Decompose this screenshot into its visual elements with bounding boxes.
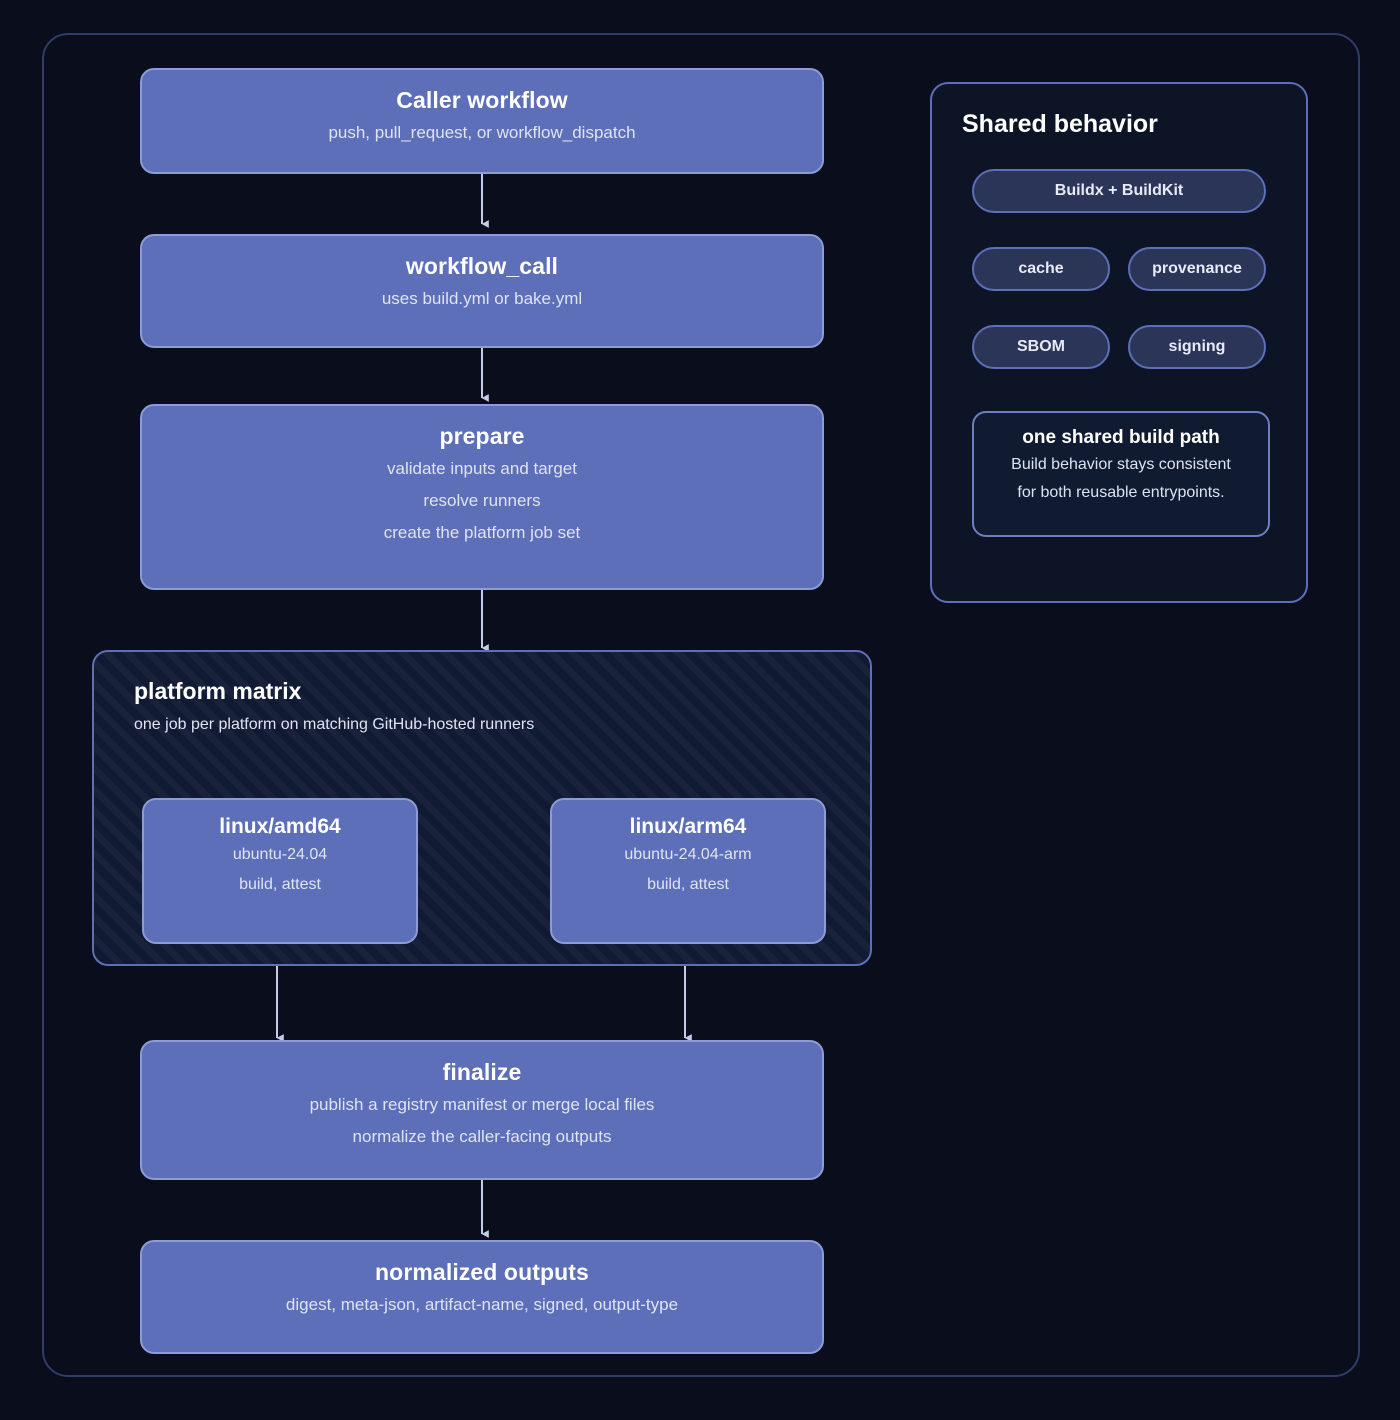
- pill-label: Buildx + BuildKit: [1054, 182, 1184, 199]
- node-prepare[interactable]: prepare validate inputs and target resol…: [140, 404, 824, 590]
- diagram-outer-frame: [42, 33, 1360, 1377]
- cluster-platform-matrix[interactable]: platform matrix one job per platform on …: [92, 650, 872, 966]
- node-title: linux/amd64: [219, 815, 341, 838]
- pill-buildx-buildkit[interactable]: Buildx + BuildKit: [972, 169, 1266, 213]
- node-subtitle-line: resolve runners: [423, 491, 541, 511]
- callout-one-shared-build-path: one shared build path Build behavior sta…: [972, 411, 1270, 537]
- callout-line: for both reusable entrypoints.: [1017, 483, 1225, 501]
- cluster-subtitle: one job per platform on matching GitHub-…: [134, 716, 535, 733]
- node-caller-workflow[interactable]: Caller workflow push, pull_request, or w…: [140, 68, 824, 174]
- pill-label: provenance: [1152, 260, 1242, 277]
- node-title: Caller workflow: [396, 87, 568, 113]
- pill-cache[interactable]: cache: [972, 247, 1110, 291]
- pill-provenance[interactable]: provenance: [1128, 247, 1266, 291]
- node-title: workflow_call: [405, 253, 559, 279]
- node-linux-amd64[interactable]: linux/amd64 ubuntu-24.04 build, attest: [142, 798, 418, 944]
- node-subtitle-line: ubuntu-24.04-arm: [624, 846, 752, 864]
- node-subtitle-line: ubuntu-24.04: [232, 846, 328, 864]
- callout-title: one shared build path: [1022, 427, 1220, 448]
- node-title: linux/arm64: [629, 815, 747, 838]
- node-subtitles: publish a registry manifest or merge loc…: [310, 1089, 655, 1154]
- node-subtitle-line: digest, meta-json, artifact-name, signed…: [285, 1294, 679, 1314]
- node-subtitle-line: build, attest: [647, 875, 729, 893]
- callout-line: Build behavior stays consistent: [1011, 455, 1231, 473]
- node-title: prepare: [439, 423, 525, 449]
- node-title: normalized outputs: [375, 1259, 589, 1285]
- node-subtitle-line: build, attest: [239, 875, 321, 893]
- pill-signing[interactable]: signing: [1128, 325, 1266, 369]
- panel-shared-behavior: Shared behavior Buildx + BuildKit cache …: [930, 82, 1308, 603]
- cluster-title: platform matrix: [134, 678, 302, 704]
- node-subtitle-line: create the platform job set: [383, 523, 581, 543]
- node-subtitle-line: normalize the caller-facing outputs: [352, 1127, 612, 1147]
- panel-title: Shared behavior: [962, 110, 1158, 138]
- node-subtitle-line: validate inputs and target: [387, 458, 577, 478]
- node-title: finalize: [442, 1059, 522, 1085]
- pill-sbom[interactable]: SBOM: [972, 325, 1110, 369]
- node-subtitle-line: push, pull_request, or workflow_dispatch: [328, 122, 636, 142]
- node-linux-arm64[interactable]: linux/arm64 ubuntu-24.04-arm build, atte…: [550, 798, 826, 944]
- pill-label: signing: [1168, 338, 1226, 355]
- node-normalized-outputs[interactable]: normalized outputs digest, meta-json, ar…: [140, 1240, 824, 1354]
- node-subtitles: validate inputs and target resolve runne…: [384, 453, 581, 550]
- node-subtitle-line: publish a registry manifest or merge loc…: [309, 1094, 655, 1114]
- pill-label: cache: [1018, 260, 1064, 277]
- node-subtitle-line: uses build.yml or bake.yml: [381, 288, 583, 308]
- node-workflow-call[interactable]: workflow_call uses build.yml or bake.yml: [140, 234, 824, 348]
- node-subtitles: push, pull_request, or workflow_dispatch: [328, 117, 635, 149]
- node-finalize[interactable]: finalize publish a registry manifest or …: [140, 1040, 824, 1180]
- pill-label: SBOM: [1017, 338, 1065, 355]
- node-subtitles: uses build.yml or bake.yml: [382, 283, 582, 315]
- node-subtitles: digest, meta-json, artifact-name, signed…: [286, 1289, 678, 1321]
